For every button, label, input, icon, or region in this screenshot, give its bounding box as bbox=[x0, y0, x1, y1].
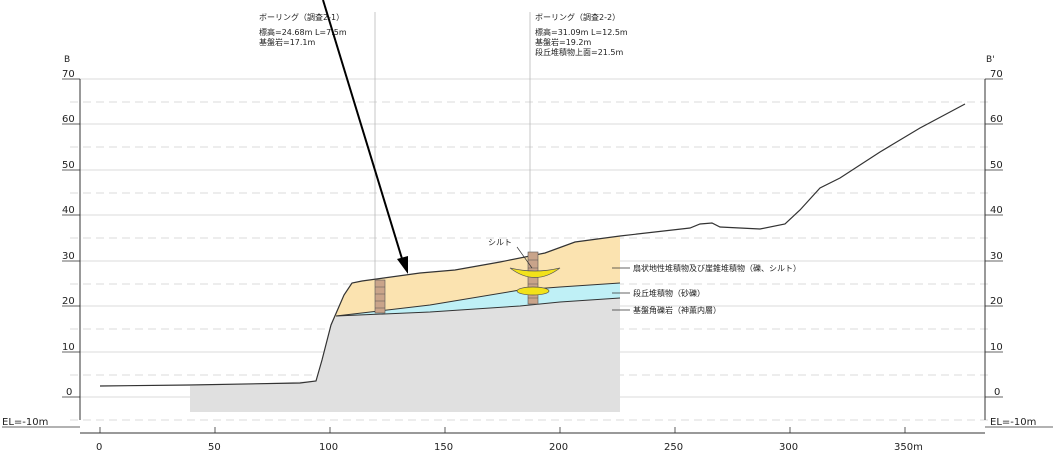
bedrock-boundary bbox=[335, 297, 621, 317]
right-tick-10: 10 bbox=[990, 342, 1003, 353]
right-tick-30: 30 bbox=[990, 251, 1003, 262]
annotation-arrow-shaft bbox=[322, 0, 404, 263]
borehole-column-1-ticks bbox=[375, 286, 385, 309]
x-tick-250: 250 bbox=[664, 442, 683, 453]
legend-terrace-deposit-label: 段丘堆積物（砂礫） bbox=[633, 288, 705, 298]
borehole-column-1 bbox=[374, 279, 386, 314]
silt-pointer bbox=[516, 246, 533, 269]
left-tick-60: 60 bbox=[62, 114, 75, 125]
borehole-2-line2: 基盤岩=19.2m bbox=[535, 37, 592, 47]
left-tick-70: 70 bbox=[62, 69, 75, 80]
legend-bedrock: 基盤角礫岩（神薫内層） bbox=[612, 305, 721, 315]
silt-label: シルト bbox=[488, 238, 512, 247]
borehole-2-title: ボーリング（調査2-2） bbox=[535, 12, 620, 22]
borehole-2-line1: 標高=31.09m L=12.5m bbox=[535, 27, 628, 37]
left-tick-0: 0 bbox=[66, 387, 72, 398]
right-tick-70: 70 bbox=[990, 69, 1003, 80]
left-tick-30: 30 bbox=[62, 251, 75, 262]
x-tick-150: 150 bbox=[434, 442, 453, 453]
legend-bedrock-label: 基盤角礫岩（神薫内層） bbox=[633, 305, 721, 315]
legend-fan-deposit: 扇状地性堆積物及び崖錐堆積物（礫、シルト） bbox=[612, 263, 801, 273]
left-elevation-axis: 70 60 50 40 30 20 10 0 EL=-10m bbox=[2, 69, 81, 428]
x-tick-0: 0 bbox=[96, 442, 102, 453]
left-el-label: EL=-10m bbox=[2, 417, 48, 428]
annotation-arrow-head bbox=[397, 256, 408, 274]
right-tick-0: 0 bbox=[994, 387, 1000, 398]
x-tick-100: 100 bbox=[319, 442, 338, 453]
right-tick-60: 60 bbox=[990, 114, 1003, 125]
distance-axis: 0 50 100 150 200 250 300 350m bbox=[80, 427, 985, 453]
borehole-1-title: ボーリング（調査2-1） bbox=[259, 12, 344, 22]
bedrock-layer bbox=[190, 298, 620, 412]
silt-lens-upper bbox=[509, 267, 561, 278]
borehole-column-2 bbox=[527, 251, 539, 305]
silt-lens-lower bbox=[516, 286, 550, 296]
legend-fan-deposit-label: 扇状地性堆積物及び崖錐堆積物（礫、シルト） bbox=[633, 263, 801, 273]
x-tick-350: 350m bbox=[894, 442, 923, 453]
left-tick-50: 50 bbox=[62, 160, 75, 171]
left-tick-10: 10 bbox=[62, 342, 75, 353]
borehole-1-line1: 標高=24.68m L=7.5m bbox=[259, 27, 347, 37]
left-tick-40: 40 bbox=[62, 205, 75, 216]
right-tick-20: 20 bbox=[990, 296, 1003, 307]
x-tick-200: 200 bbox=[549, 442, 568, 453]
section-label-left: B bbox=[64, 55, 70, 65]
right-el-label: EL=-10m bbox=[990, 417, 1036, 428]
fan-deposit-layer bbox=[331, 236, 620, 325]
x-tick-300: 300 bbox=[779, 442, 798, 453]
right-tick-50: 50 bbox=[990, 160, 1003, 171]
borehole-1-line2: 基盤岩=17.1m bbox=[259, 37, 316, 47]
ground-surface-line bbox=[99, 103, 966, 387]
x-tick-50: 50 bbox=[208, 442, 221, 453]
left-tick-20: 20 bbox=[62, 296, 75, 307]
borehole-info-1: ボーリング（調査2-1） 標高=24.68m L=7.5m 基盤岩=17.1m bbox=[259, 12, 347, 47]
borehole-info-2: ボーリング（調査2-2） 標高=31.09m L=12.5m 基盤岩=19.2m… bbox=[535, 12, 628, 57]
right-tick-40: 40 bbox=[990, 205, 1003, 216]
section-label-right: B' bbox=[986, 55, 995, 65]
right-elevation-axis: 70 60 50 40 30 20 10 0 EL=-10m bbox=[984, 69, 1053, 428]
legend-terrace-deposit: 段丘堆積物（砂礫） bbox=[612, 288, 705, 298]
borehole-2-line3: 段丘堆積物上面=21.5m bbox=[535, 47, 624, 57]
